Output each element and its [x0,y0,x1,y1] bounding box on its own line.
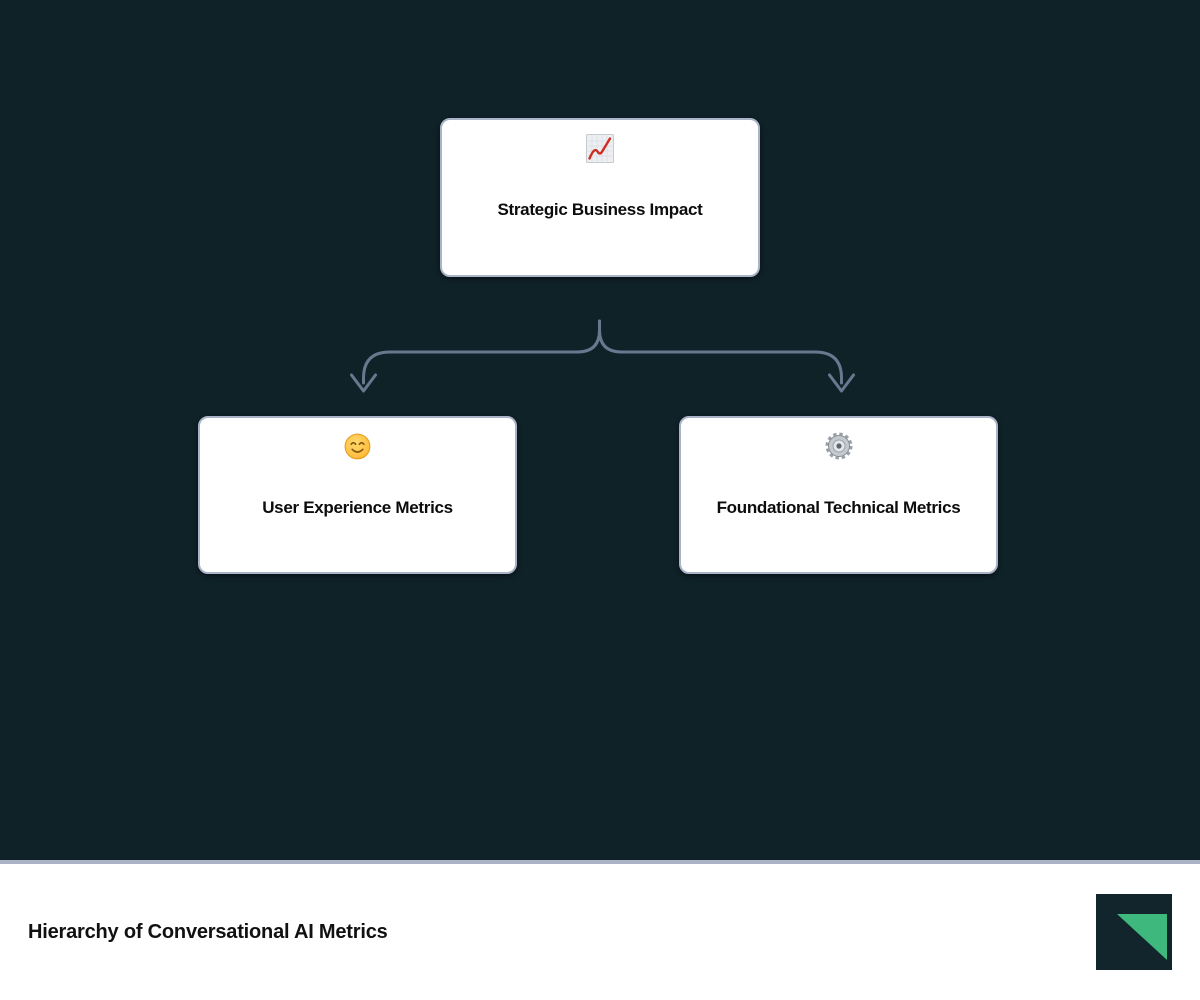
footer-bar: Hierarchy of Conversational AI Metrics [0,864,1200,1000]
node-user-experience-metrics: User Experience Metrics [198,416,517,574]
node-label: Foundational Technical Metrics [716,498,961,517]
edge-root-to-ux [362,319,601,385]
smiling-face-icon [344,430,371,462]
edge-root-to-ux-arrowhead [350,373,377,393]
node-label: User Experience Metrics [262,498,453,517]
brand-logo [1096,894,1172,970]
connector-arrows [350,319,855,393]
diagram-canvas: Strategic Business Impact User Experienc… [0,0,1200,864]
gear-icon [824,430,854,462]
edge-root-to-tech [598,319,843,385]
node-foundational-technical-metrics: Foundational Technical Metrics [679,416,998,574]
page-title: Hierarchy of Conversational AI Metrics [28,920,388,943]
edge-root-to-tech-arrowhead [828,373,855,393]
node-strategic-business-impact: Strategic Business Impact [440,118,760,277]
node-label: Strategic Business Impact [497,200,703,219]
chart-increasing-icon [585,132,615,164]
